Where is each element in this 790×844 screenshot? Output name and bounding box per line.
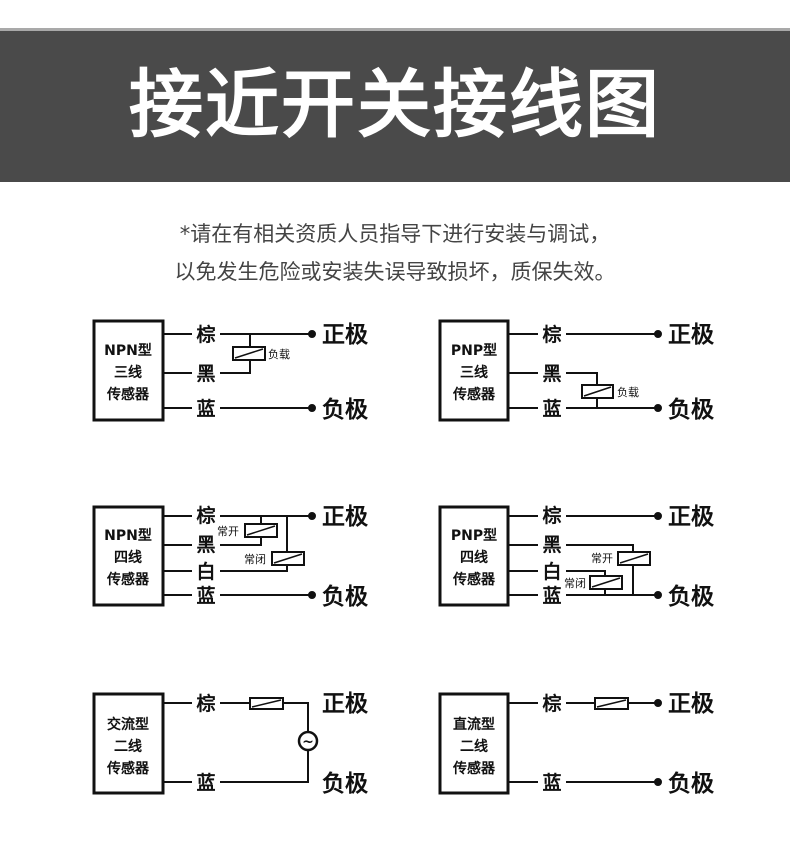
wire-brown-label: 棕: [196, 692, 215, 715]
sensor-box: [438, 692, 510, 795]
negative-label: 负极: [322, 584, 368, 610]
wires: [163, 702, 309, 783]
diagram-dc-2wire: 直流型 二线 传感器 棕 蓝 正极 负极: [438, 691, 714, 797]
sensor-wires: 二线: [460, 738, 488, 755]
sensor-type: NPN型: [104, 342, 152, 359]
sensor-box: [438, 319, 510, 422]
diagram-pnp-3wire: PNP型 三线 传感器 负载 棕 黑 蓝 正极 负极: [438, 319, 714, 423]
terminal-dot: [654, 512, 662, 520]
no-label: 常开: [217, 525, 239, 538]
terminal-dot: [308, 512, 316, 520]
wire-blue-label: 蓝: [542, 771, 561, 794]
positive-label: 正极: [668, 691, 714, 717]
positive-label: 正极: [668, 504, 714, 530]
diagram-npn-4wire: NPN型 四线 传感器 常开 常闭 棕 黑 白 蓝 正极 负极: [92, 504, 368, 610]
diagram-pnp-4wire: PNP型 四线 传感器 常开 常闭 棕 黑 白 蓝 正极 负极: [438, 504, 714, 610]
sensor-box: [438, 505, 510, 607]
terminal-dot: [308, 404, 316, 412]
negative-label: 负极: [668, 584, 714, 610]
sensor-device: 传感器: [106, 760, 150, 777]
wire-blue-label: 蓝: [542, 584, 561, 607]
sensor-device: 传感器: [452, 571, 496, 588]
ac-source-icon: [297, 730, 319, 752]
sensor-box: [92, 319, 165, 422]
wires: [163, 333, 310, 409]
wires: [508, 333, 656, 409]
negative-label: 负极: [322, 771, 368, 797]
header-band: [0, 28, 790, 182]
positive-label: 正极: [668, 322, 714, 348]
wire-white-label: 白: [196, 560, 215, 583]
diagram-npn-3wire: NPN型 三线 传感器 负载 棕 黑 蓝 正极 负极: [92, 319, 368, 423]
wire-blue-label: 蓝: [196, 397, 215, 420]
sensor-type: PNP型: [451, 527, 497, 544]
terminal-dot: [654, 330, 662, 338]
positive-label: 正极: [322, 504, 368, 530]
sensor-type: NPN型: [104, 527, 152, 544]
sensor-type: 直流型: [453, 716, 495, 733]
notice-line-1: *请在有相关资质人员指导下进行安装与调试，: [179, 222, 611, 246]
terminal-dot: [654, 778, 662, 786]
wire-blue-label: 蓝: [196, 584, 215, 607]
ac-source-symbol: ~: [302, 734, 314, 750]
positive-label: 正极: [322, 322, 368, 348]
wire-black-label: 黑: [542, 363, 561, 385]
terminal-dot: [654, 699, 662, 707]
sensor-wires: 三线: [460, 364, 488, 381]
wire-white-label: 白: [542, 560, 561, 583]
wire-black-label: 黑: [542, 534, 561, 556]
sensor-box: [92, 692, 165, 795]
positive-label: 正极: [322, 691, 368, 717]
sensor-type: 交流型: [107, 716, 149, 733]
terminal-dot: [654, 404, 662, 412]
wires: [508, 702, 656, 783]
wire-brown-label: 棕: [542, 692, 561, 715]
terminal-dot: [654, 591, 662, 599]
diagram-ac-2wire: 交流型 二线 传感器 ~ 棕 蓝 正极 负极: [92, 691, 368, 797]
wire-brown-label: 棕: [542, 323, 561, 346]
nc-label: 常闭: [564, 577, 586, 590]
negative-label: 负极: [668, 771, 714, 797]
negative-label: 负极: [322, 397, 368, 423]
notice-line-2: 以免发生危险或安装失误导致损坏，质保失效。: [174, 260, 616, 284]
no-label: 常开: [591, 552, 613, 565]
page-title: 接近开关接线图: [129, 62, 661, 148]
wire-blue-label: 蓝: [196, 771, 215, 794]
wires: [163, 515, 310, 596]
wires: [508, 515, 656, 596]
sensor-device: 传感器: [106, 386, 150, 403]
wire-brown-label: 棕: [196, 504, 215, 527]
sensor-type: PNP型: [451, 342, 497, 359]
wire-brown-label: 棕: [196, 323, 215, 346]
sensor-wires: 三线: [114, 364, 142, 381]
wire-blue-label: 蓝: [542, 397, 561, 420]
load-label: 负载: [617, 385, 639, 399]
wire-black-label: 黑: [196, 534, 215, 556]
sensor-wires: 四线: [114, 549, 142, 566]
sensor-wires: 二线: [114, 738, 142, 755]
wire-brown-label: 棕: [542, 504, 561, 527]
terminal-dot: [308, 330, 316, 338]
wire-black-label: 黑: [196, 363, 215, 385]
sensor-wires: 四线: [460, 549, 488, 566]
sensor-device: 传感器: [452, 386, 496, 403]
sensor-device: 传感器: [106, 571, 150, 588]
load-label: 负载: [268, 347, 290, 361]
terminal-dot: [308, 591, 316, 599]
negative-label: 负极: [668, 397, 714, 423]
nc-label: 常闭: [244, 553, 266, 566]
sensor-box: [92, 505, 165, 607]
sensor-device: 传感器: [452, 760, 496, 777]
